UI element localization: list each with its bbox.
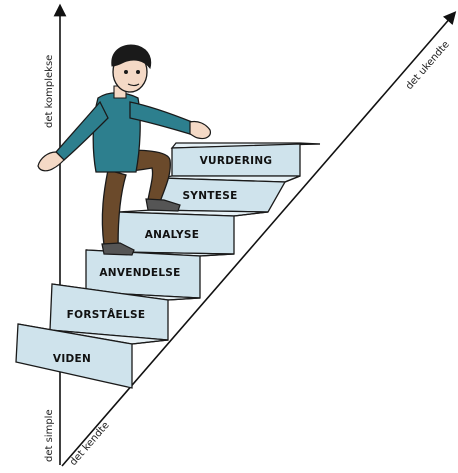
vertical-axis-bottom-label: det simple: [44, 409, 55, 462]
vertical-axis-top-label: det komplekse: [44, 55, 55, 128]
step-label-vurdering: VURDERING: [200, 155, 273, 167]
climbing-person-illustration: [37, 44, 211, 256]
step-viden: VIDEN: [15, 323, 169, 389]
staircase: VURDERING SYNTESE ANALYSE ANVENDELSE: [15, 142, 321, 389]
step-label-anvendelse: ANVENDELSE: [99, 267, 180, 279]
person-eye-right: [136, 70, 140, 74]
step-forstaaelse: FORSTÅELSE: [49, 283, 201, 341]
step-label-forstaaelse: FORSTÅELSE: [67, 308, 146, 321]
person-right-hand: [189, 120, 211, 140]
diagonal-axis: [61, 11, 457, 467]
step-anvendelse: ANVENDELSE: [85, 249, 235, 299]
step-analyse: ANALYSE: [117, 209, 269, 255]
step-label-viden: VIDEN: [53, 353, 91, 365]
step-vurdering: VURDERING: [170, 142, 321, 177]
person-left-hand: [37, 151, 65, 172]
person-front-shoe: [145, 198, 181, 212]
person-mouth: [127, 83, 140, 87]
diagonal-axis-bottom-label: det kendte: [68, 420, 112, 468]
step-label-analyse: ANALYSE: [145, 229, 200, 241]
step-label-syntese: SYNTESE: [182, 190, 237, 202]
person-eye-left: [124, 70, 128, 74]
person-hair: [111, 44, 152, 70]
person-back-shoe: [101, 242, 135, 256]
diagonal-axis-top-label: det ukendte: [404, 39, 452, 92]
